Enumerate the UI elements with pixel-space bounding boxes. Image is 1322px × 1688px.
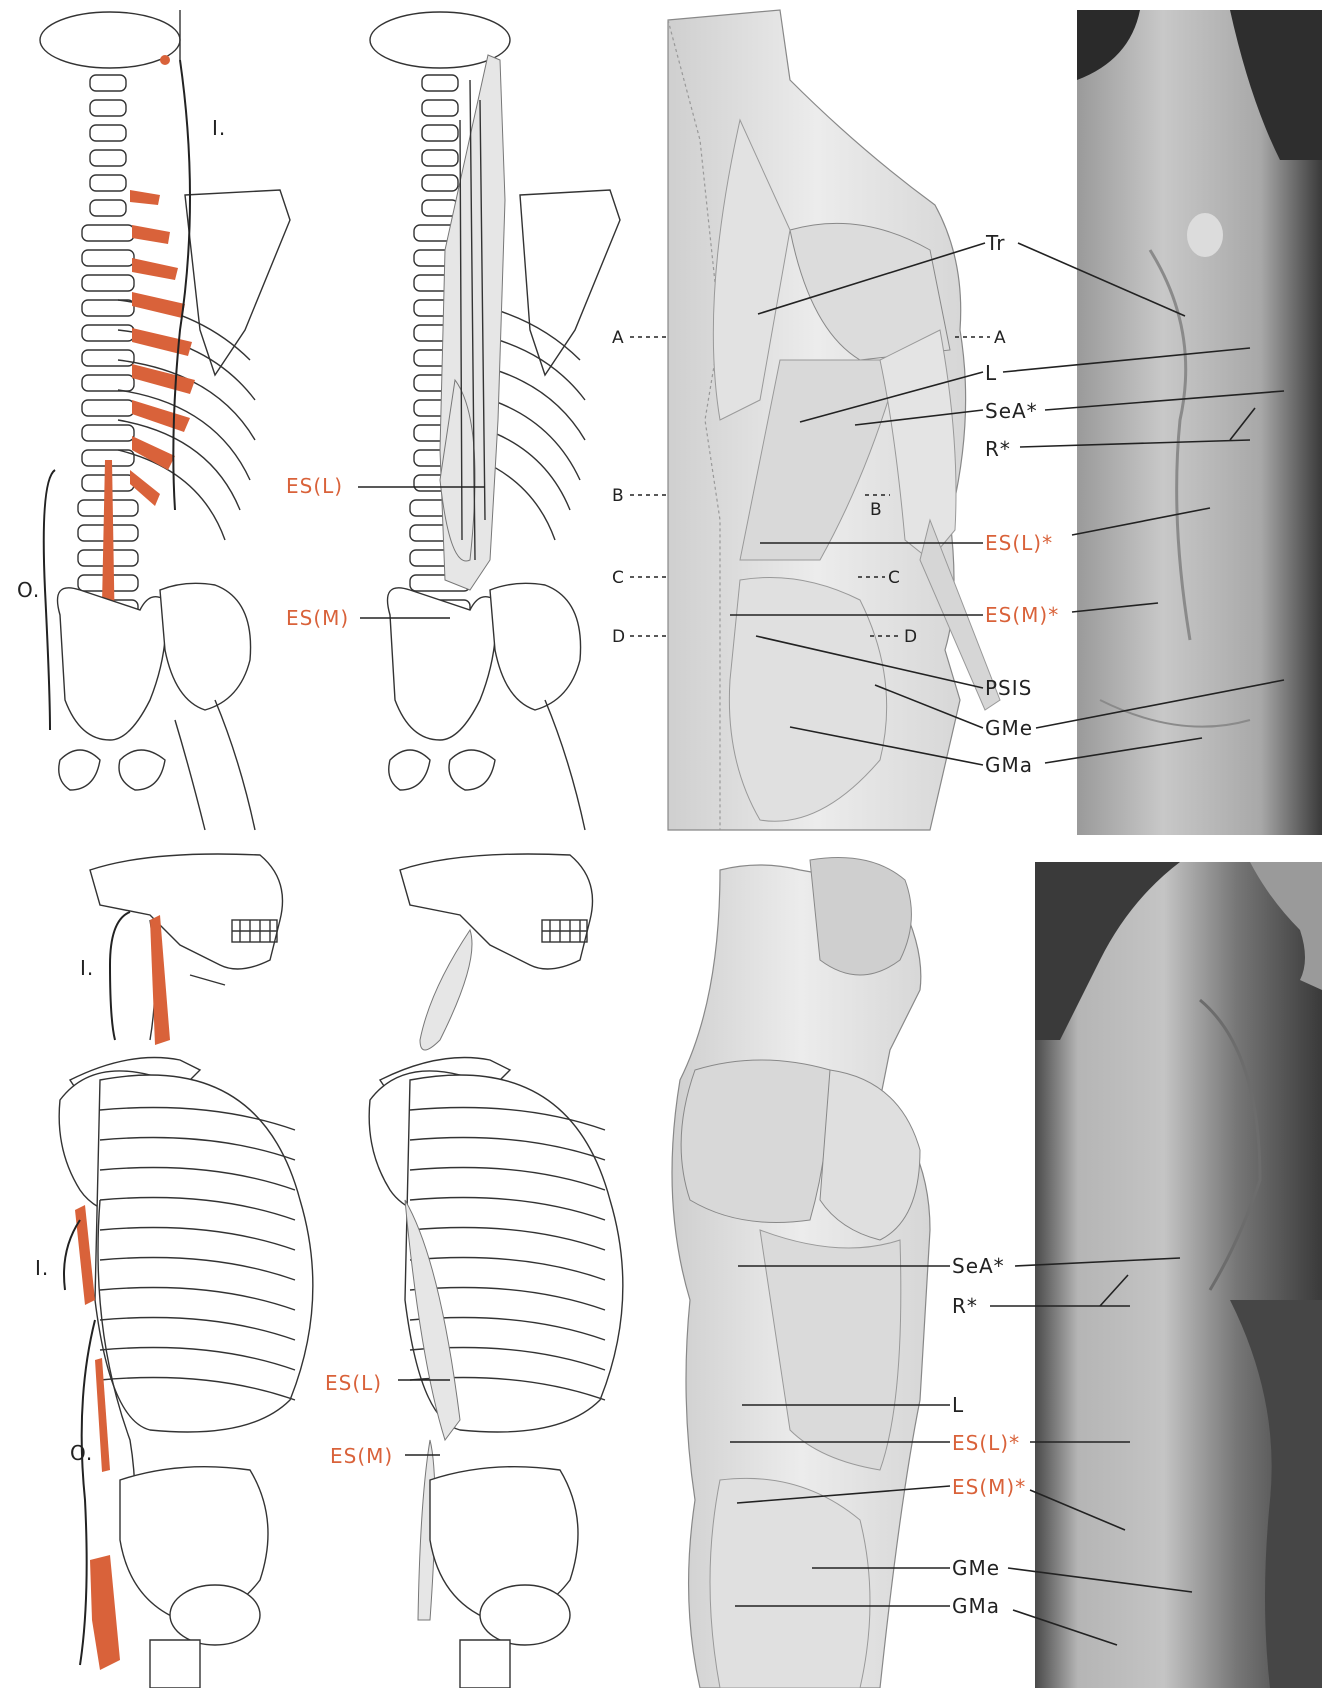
vertebra [90, 200, 126, 216]
vertebra [422, 75, 458, 91]
vertebra [82, 275, 134, 291]
label-gma-back: GMa [985, 753, 1033, 777]
vertebra [90, 75, 126, 91]
label-gma-side: GMa [952, 1594, 1000, 1618]
skeleton-back-panel-2 [370, 12, 620, 830]
label-insertion-side-lower: I. [35, 1256, 49, 1280]
level-b-right: B [870, 500, 883, 520]
label-es-l-back: ES(L) [286, 474, 343, 498]
level-c-right: C [888, 568, 901, 588]
vertebra [422, 100, 458, 116]
label-es-m-back: ES(M) [286, 606, 349, 630]
vertebra [422, 150, 458, 166]
skeleton-side-panel-6 [369, 854, 623, 1688]
vertebra [90, 150, 126, 166]
label-gme-back: GMe [985, 716, 1033, 740]
label-es-m-star-side: ES(M)* [952, 1475, 1026, 1499]
muscles-side-drawing [672, 858, 930, 1688]
label-r-side: R* [952, 1294, 978, 1318]
photo-back [1077, 10, 1322, 835]
label-origin-side: O. [70, 1441, 93, 1465]
label-es-l-side: ES(L) [325, 1371, 382, 1395]
label-es-m-side: ES(M) [330, 1444, 393, 1468]
level-a-left: A [612, 328, 625, 348]
vertebra [90, 175, 126, 191]
label-es-l-star-side: ES(L)* [952, 1431, 1020, 1455]
level-a-right: A [994, 328, 1007, 348]
skeleton-side-panel-5 [59, 854, 313, 1688]
photo-side [1035, 862, 1322, 1688]
level-c-left: C [612, 568, 625, 588]
label-insertion-side-upper: I. [80, 956, 94, 980]
muscles-back-drawing [668, 10, 1000, 830]
vertebra [82, 225, 134, 241]
label-psis-back: PSIS [985, 676, 1032, 700]
vertebra [82, 300, 134, 316]
level-b-left: B [612, 486, 625, 506]
label-gme-side: GMe [952, 1556, 1000, 1580]
label-l-side: L [952, 1393, 964, 1417]
label-tr-back: Tr [985, 231, 1006, 255]
vertebra [82, 350, 134, 366]
label-r-back: R* [985, 437, 1011, 461]
level-d-right: D [904, 627, 918, 647]
vertebra [82, 325, 134, 341]
label-l-back: L [985, 361, 997, 385]
label-sea-side: SeA* [952, 1254, 1005, 1278]
vertebra [82, 425, 134, 441]
label-es-l-star-back: ES(L)* [985, 531, 1053, 555]
label-origin-back: O. [17, 578, 40, 602]
vertebra [82, 250, 134, 266]
vertebra [90, 125, 126, 141]
vertebra [82, 400, 134, 416]
label-es-m-star-back: ES(M)* [985, 603, 1059, 627]
vertebra [422, 175, 458, 191]
label-insertion-back: I. [212, 116, 226, 140]
vertebra [82, 375, 134, 391]
label-sea-back: SeA* [985, 399, 1038, 423]
vertebra [422, 125, 458, 141]
vertebra [90, 100, 126, 116]
level-d-left: D [612, 627, 626, 647]
skeleton-back-panel-1 [40, 10, 290, 830]
